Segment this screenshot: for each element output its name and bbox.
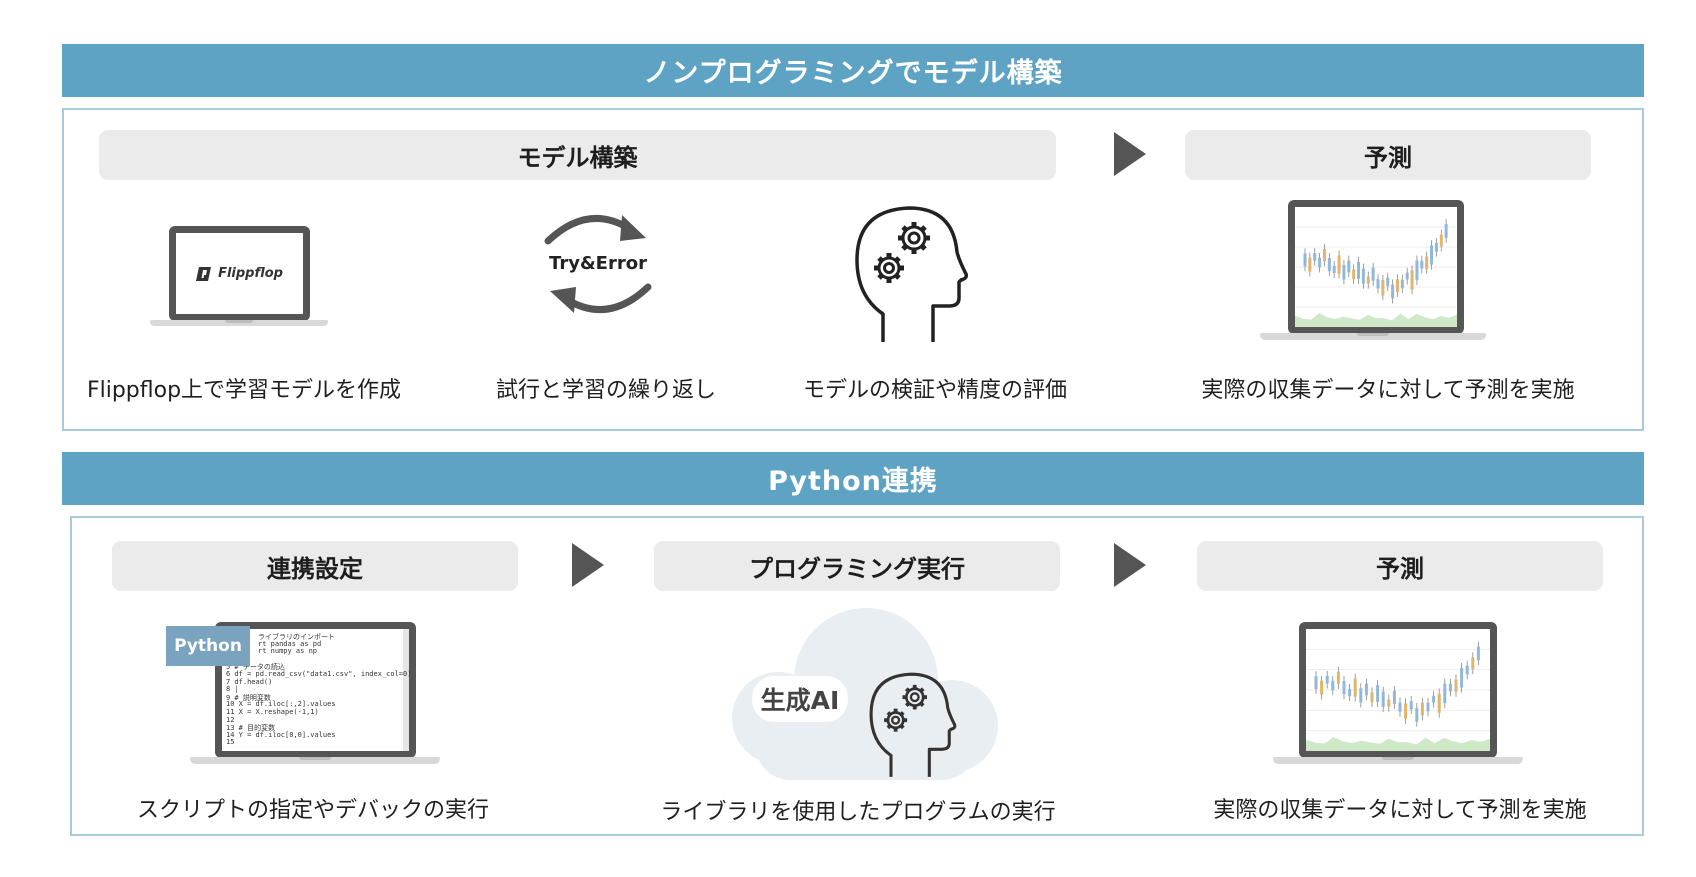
code-line: rt numpy as np <box>258 647 318 656</box>
laptop-flippflop-icon: Flippflop <box>150 226 330 326</box>
pill-prediction-2: 予測 <box>1197 541 1603 591</box>
pill-programming-execution: プログラミング実行 <box>654 541 1060 591</box>
code-line: 13 # 目的変数 <box>226 724 276 733</box>
code-line: 5 # データの読込 <box>226 663 285 672</box>
caption-script-debug: スクリプトの指定やデバックの実行 <box>136 798 489 823</box>
laptop-chart-icon-2 <box>1273 622 1523 768</box>
caption-model-evaluation: モデルの検証や精度の評価 <box>802 378 1067 403</box>
try-error-cycle-icon: Try&Error <box>542 205 654 323</box>
code-line: 15 <box>226 738 235 747</box>
ai-head-gears-icon <box>869 672 957 777</box>
pill-model-building: モデル構築 <box>99 130 1056 180</box>
caption-library-program: ライブラリを使用したプログラムの実行 <box>660 800 1056 825</box>
code-line: 6 df = pd.read_csv("data1.csv", index_co… <box>226 670 412 678</box>
code-line: 8 | <box>226 685 239 694</box>
code-line: 11 X = X.reshape(-1,1) <box>226 708 319 716</box>
section2-title: Python連携 <box>768 466 938 497</box>
pill-prediction: 予測 <box>1185 130 1591 180</box>
head-gears-icon <box>853 202 973 344</box>
flow-arrow-icon <box>1114 132 1146 176</box>
section1-title: ノンプログラミングでモデル構築 <box>643 58 1063 89</box>
try-error-label: Try&Error <box>549 253 647 274</box>
section2-banner: Python連携 <box>62 452 1644 505</box>
pill-prediction-2-label: 予測 <box>1376 554 1424 583</box>
pill-programming-execution-label: プログラミング実行 <box>749 554 965 583</box>
flow-arrow-icon <box>572 543 604 587</box>
pill-integration-settings: 連携設定 <box>112 541 518 591</box>
code-line: 14 Y = df.iloc[0,0].values <box>226 730 336 739</box>
python-tag: Python <box>166 626 250 666</box>
code-line: rt pandas as pd <box>258 639 322 648</box>
pill-integration-settings-label: 連携設定 <box>267 554 363 583</box>
code-line: 10 X = df.iloc[:,2].values <box>226 700 336 709</box>
flippflop-logo-icon <box>196 266 212 281</box>
ai-badge: 生成AI <box>752 676 848 722</box>
pill-model-building-label: モデル構築 <box>517 143 638 172</box>
candlestick-chart-icon <box>1295 219 1457 327</box>
code-line: 9 # 説明変数 <box>226 693 271 702</box>
candlestick-chart-icon <box>1306 641 1490 751</box>
cloud-ai-icon: 生成AI <box>714 606 1000 782</box>
caption-prediction-2: 実際の収集データに対して予測を実施 <box>1213 798 1587 823</box>
flow-arrow-icon <box>1114 543 1146 587</box>
caption-prediction-1: 実際の収集データに対して予測を実施 <box>1201 378 1575 403</box>
code-line: 12 <box>226 715 235 724</box>
laptop-chart-icon <box>1260 200 1486 342</box>
caption-trial-learning: 試行と学習の繰り返し <box>495 378 716 403</box>
code-line: 7 df.head() <box>226 677 273 686</box>
section1-banner: ノンプログラミングでモデル構築 <box>62 44 1644 97</box>
flippflop-logo-text: Flippflop <box>218 266 283 281</box>
code-line: ライブラリのインポート <box>258 633 335 641</box>
pill-prediction-label: 予測 <box>1364 143 1412 172</box>
caption-create-model: Flippflop上で学習モデルを作成 <box>86 378 402 403</box>
